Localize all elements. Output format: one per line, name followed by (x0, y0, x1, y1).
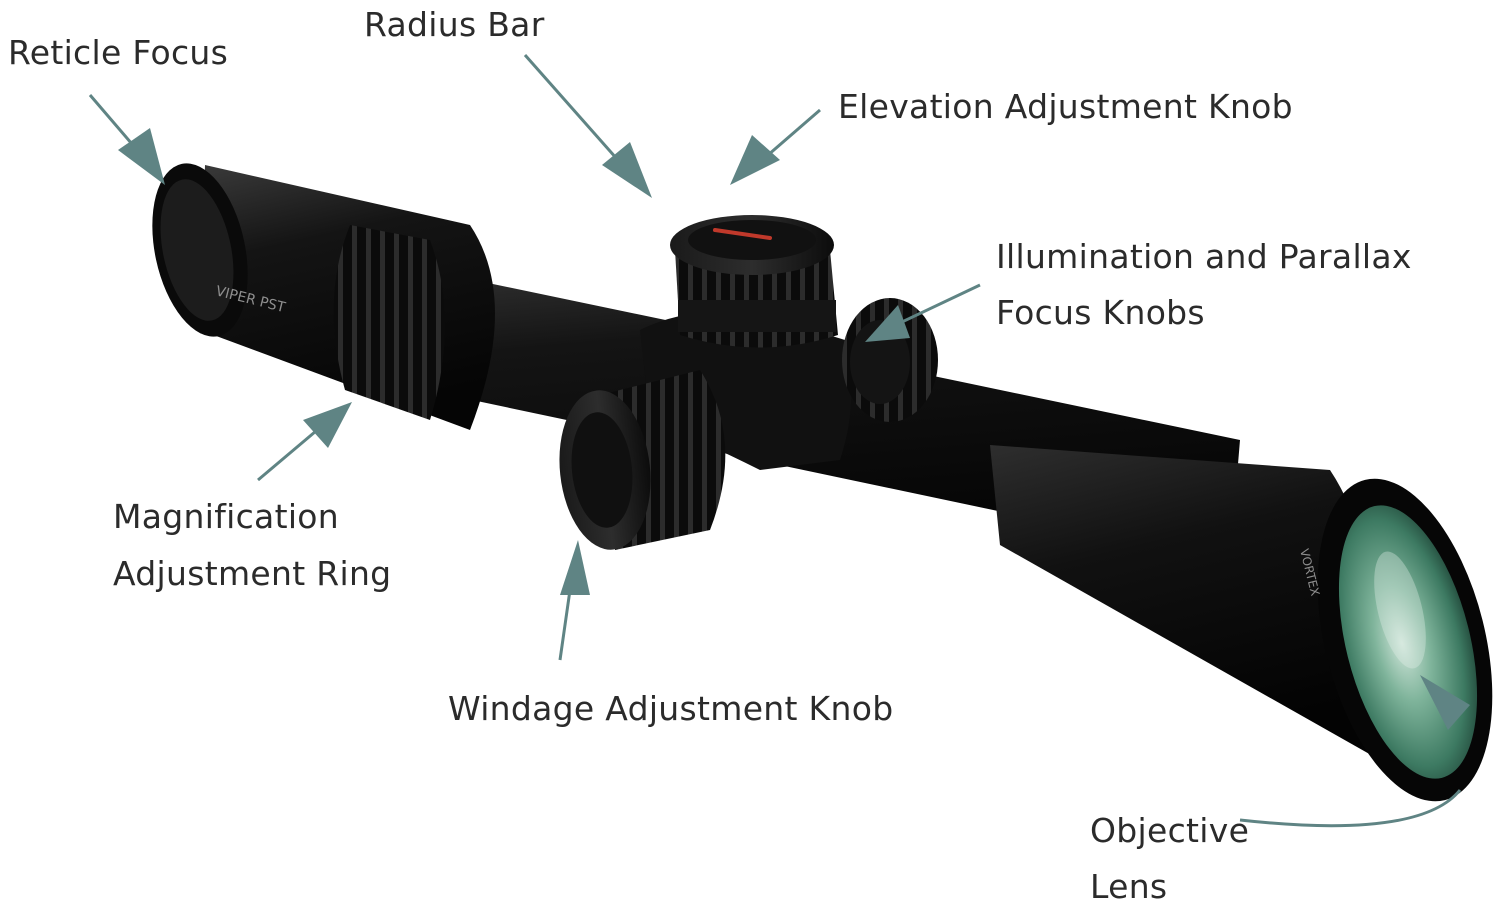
arrowhead-magnification-ring (303, 402, 352, 448)
label-radius-bar: Radius Bar (364, 5, 545, 44)
label-reticle-focus: Reticle Focus (8, 33, 229, 72)
arrowhead-reticle-focus (118, 128, 165, 185)
arrowhead-windage-knob (560, 540, 590, 595)
arrow-objective-lens (1239, 789, 1462, 828)
label-magnification-line1: Magnification (113, 497, 339, 536)
label-objective-line2: Lens (1090, 867, 1168, 906)
windage-knob (559, 370, 726, 550)
label-elevation-knob: Elevation Adjustment Knob (838, 87, 1293, 126)
magnification-ring (333, 225, 445, 420)
label-magnification-line2: Adjustment Ring (113, 554, 392, 593)
label-illumination-line2: Focus Knobs (996, 293, 1205, 332)
label-illumination-line1: Illumination and Parallax (996, 237, 1412, 276)
arrowhead-radius-bar (602, 142, 652, 198)
elevation-knob (670, 215, 838, 348)
parallax-knob (842, 298, 938, 422)
arrowhead-elevation-knob (730, 135, 780, 185)
arrowhead-illumination-knobs (865, 305, 910, 342)
arrowhead-objective-lens (1420, 675, 1470, 730)
label-objective-line1: Objective (1090, 811, 1250, 850)
label-windage-knob: Windage Adjustment Knob (448, 689, 894, 728)
